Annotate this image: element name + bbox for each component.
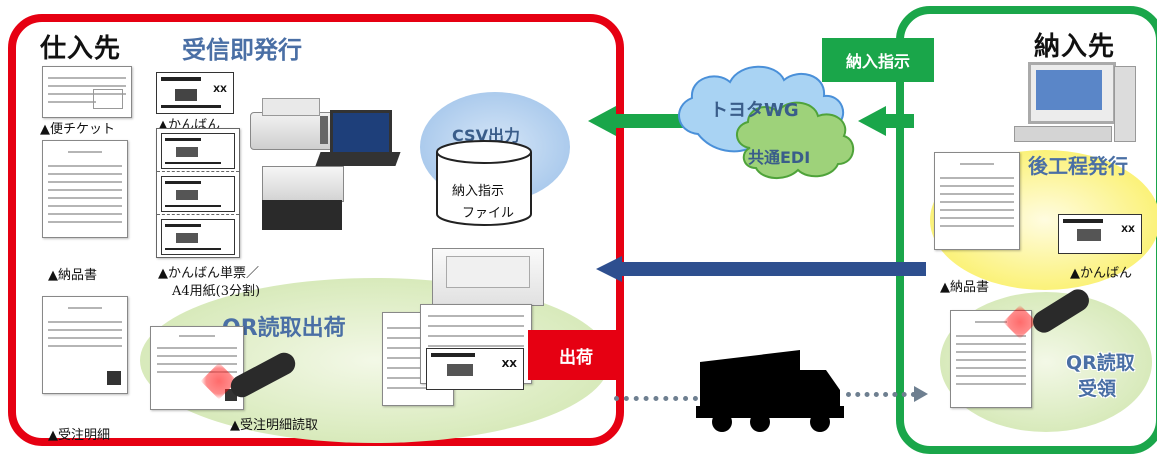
order-detail-read-doc [150,326,244,410]
order-detail-doc [42,296,128,394]
bin-ticket-doc [42,66,132,118]
supplier-title: 仕入先 [40,34,122,64]
delivery-stack-kanban: XX [426,348,524,390]
cloud-label-2: 共通EDI [748,148,811,167]
barcode-scanner-icon [200,348,306,410]
dot-matrix-printer-icon [250,98,334,152]
csv-output-label: CSV出力 [452,126,520,145]
order-detail-label: ▲受注明細 [48,428,110,443]
delivery-slip-label: ▲納品書 [48,268,97,283]
shipping-arrowhead-icon [914,386,928,402]
supplier-subtitle: 受信即発行 [182,36,302,64]
qr-receive-label-2: 受領 [1078,378,1117,400]
file-label-2: ファイル [462,206,515,221]
shipping-badge: 出荷 [528,330,624,380]
customer-delivery-slip-doc [934,152,1020,250]
customer-title: 納入先 [1034,32,1116,62]
qr-receive-label-1: QR読取 [1066,352,1135,374]
kanban-sheet-label-2: A4用紙(3分割) [172,284,261,299]
laptop-icon [315,110,401,174]
file-cylinder-icon [434,138,534,228]
data-arrow-left [588,106,686,136]
delivery-instruction-badge: 納入指示 [822,38,934,82]
kanban-sheet-a4 [156,128,240,258]
customer-delivery-slip-label: ▲納品書 [940,280,989,295]
truck-icon [696,344,846,436]
supplier-frame [8,14,624,446]
receive-scanner-icon [1003,285,1098,350]
label-printer-icon [432,248,544,310]
shipping-path-continued [846,392,916,397]
delivery-slip-doc [42,140,128,238]
shipping-path [614,396,698,401]
data-arrow-right [858,106,914,136]
file-label-1: 納入指示 [452,184,505,199]
kanban-sheet-label-1: ▲かんばん単票／ [158,266,259,281]
customer-kanban-label: ▲かんばん [1070,266,1132,281]
edi-cloud-icon [672,60,884,188]
order-detail-read-label: ▲受注明細読取 [230,418,318,433]
kanban-card: XX [156,72,234,114]
bin-ticket-label: ▲便チケット [40,122,115,137]
post-process-label: 後工程発行 [1028,154,1128,178]
desktop-computer-icon [1004,62,1140,150]
cloud-label-1: トヨタWG [710,100,799,121]
delivery-slip-return-arrow [596,256,926,282]
laser-printer-icon [262,166,344,230]
customer-kanban-card: XX [1058,214,1142,254]
